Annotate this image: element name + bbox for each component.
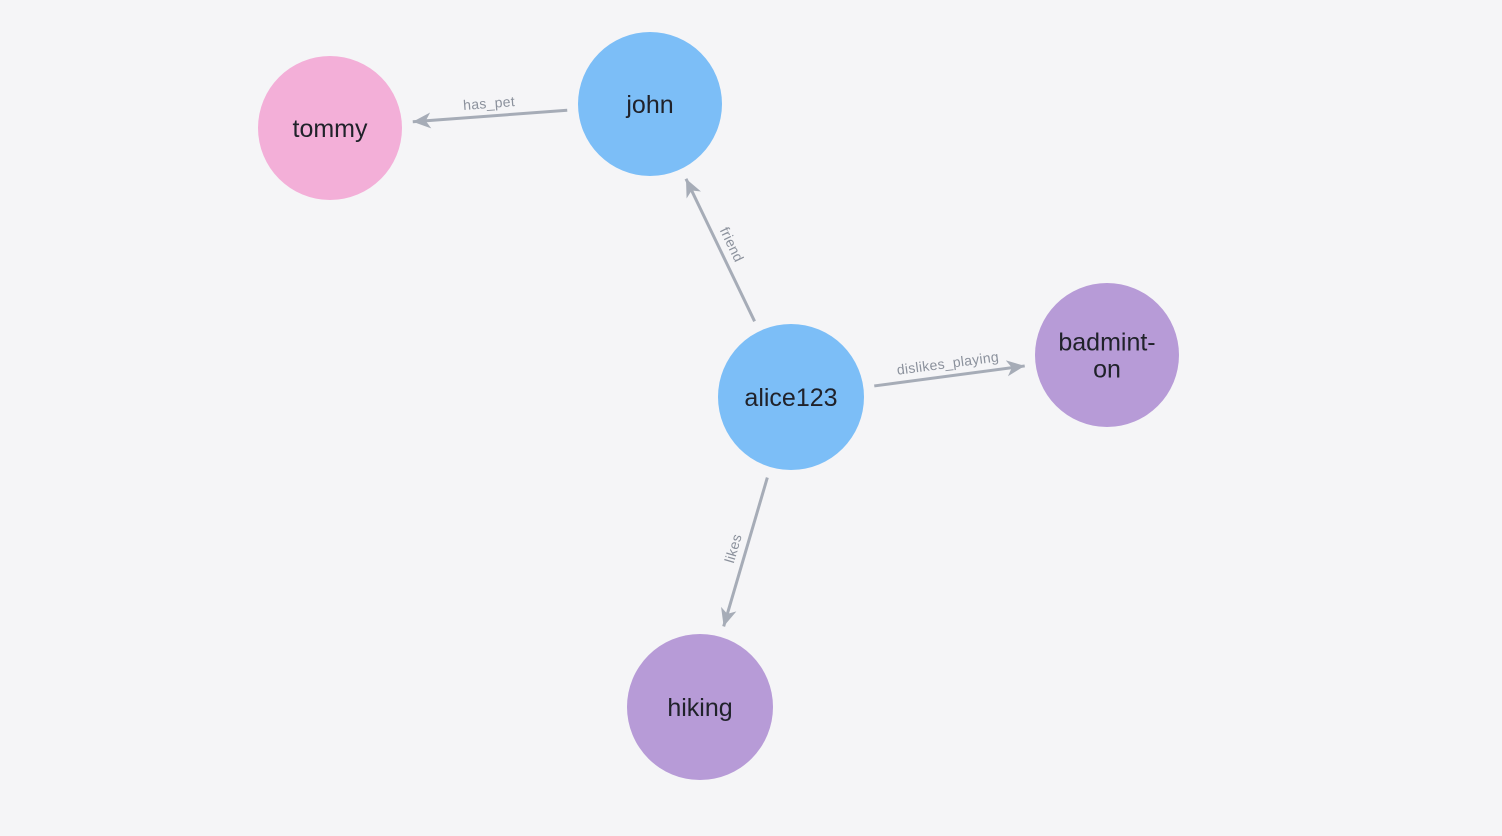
- edge-likes[interactable]: likes: [721, 477, 769, 627]
- node-circle-badminton[interactable]: [1035, 283, 1179, 427]
- node-label-tommy: tommy: [293, 115, 369, 143]
- edge-dislikes_playing[interactable]: dislikes_playing: [874, 348, 1025, 388]
- edge-line-dislikes_playing[interactable]: [874, 360, 1025, 388]
- edge-line-has_pet[interactable]: [412, 108, 568, 129]
- node-john[interactable]: john: [578, 32, 722, 176]
- node-circle-hiking[interactable]: [627, 634, 773, 780]
- node-tommy[interactable]: tommy: [258, 56, 402, 200]
- edge-label-dislikes_playing: dislikes_playing: [896, 348, 1000, 377]
- edge-has_pet[interactable]: has_pet: [412, 93, 568, 129]
- node-circle-john[interactable]: [578, 32, 722, 176]
- edge-label-friend: friend: [717, 224, 747, 264]
- edge-label-likes: likes: [721, 532, 745, 565]
- edge-friend[interactable]: friend: [684, 178, 756, 322]
- node-label-line: hiking: [667, 694, 732, 722]
- node-label-hiking: hiking: [667, 694, 732, 722]
- edge-label-has_pet: has_pet: [463, 93, 516, 113]
- node-label-john: john: [625, 91, 673, 119]
- node-label-line: tommy: [293, 115, 369, 143]
- node-label-line: badmint-: [1058, 329, 1155, 357]
- node-label-line: alice123: [744, 384, 837, 412]
- edge-line-friend[interactable]: [684, 178, 756, 322]
- node-label-badminton: badmint-on: [1058, 329, 1155, 384]
- node-circle-tommy[interactable]: [258, 56, 402, 200]
- edge-line-likes[interactable]: [721, 477, 769, 627]
- node-label-line: on: [1093, 356, 1121, 384]
- node-hiking[interactable]: hiking: [627, 634, 773, 780]
- node-label-alice123: alice123: [744, 384, 837, 412]
- node-alice123[interactable]: alice123: [718, 324, 864, 470]
- node-circle-alice123[interactable]: [718, 324, 864, 470]
- node-label-line: john: [625, 91, 673, 119]
- node-badminton[interactable]: badmint-on: [1035, 283, 1179, 427]
- nodes-layer: tommy john alice123 badmint-on hiking: [258, 32, 1179, 780]
